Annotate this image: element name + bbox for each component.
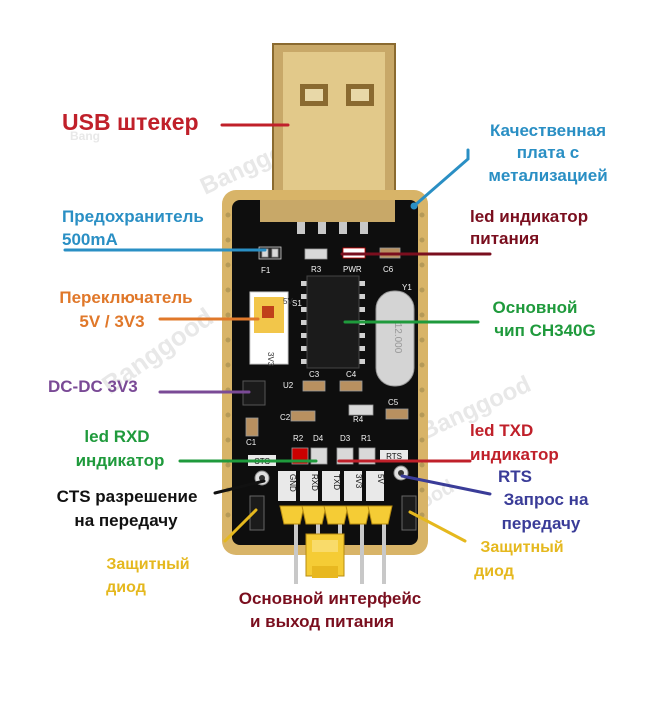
label-chip-2: чип CH340G bbox=[494, 321, 595, 340]
label-quality-3: метализацией bbox=[488, 166, 607, 185]
silk-c2: C2 bbox=[280, 413, 291, 422]
silk-c1: C1 bbox=[246, 438, 257, 447]
silk-c3: C3 bbox=[309, 370, 320, 379]
label-switch-2: 5V / 3V3 bbox=[79, 312, 144, 331]
silk-s1: S1 bbox=[292, 299, 302, 308]
label-diode-left-2: диод bbox=[106, 579, 146, 596]
silk-y1: Y1 bbox=[402, 283, 412, 292]
silkscreen-group: F1 R3 PWR C6 Y1 S1 3V3 5V U2 C3 C4 C2 R4… bbox=[246, 265, 412, 447]
label-quality-2: плата с bbox=[517, 143, 579, 162]
callout-lines bbox=[63, 123, 492, 543]
mode-switch bbox=[249, 291, 289, 365]
silk-c5: C5 bbox=[388, 398, 399, 407]
label-diode-right-1: Защитный bbox=[480, 539, 563, 556]
label-cts-2: на передачу bbox=[74, 511, 178, 530]
pin-5v: 5V bbox=[376, 474, 385, 484]
pin-rxd: RXD bbox=[310, 474, 319, 491]
label-rts-3: передачу bbox=[502, 514, 581, 533]
silk-d3: D3 bbox=[340, 434, 351, 443]
pin-labels: GND RXD TXD 3V3 5V bbox=[278, 471, 385, 501]
crystal: 12.000 bbox=[375, 290, 415, 387]
label-chip-1: Основной bbox=[493, 298, 578, 317]
pin-header bbox=[279, 505, 393, 584]
protection-diode-left bbox=[249, 495, 265, 531]
pin-3v3: 3V3 bbox=[354, 474, 363, 489]
label-interface-1: Основной интерфейс bbox=[239, 589, 422, 608]
label-interface-2: и выход питания bbox=[250, 612, 394, 631]
silk-r1: R1 bbox=[361, 434, 372, 443]
silk-3v3: 3V3 bbox=[266, 352, 275, 367]
label-diode-right-2: диод bbox=[474, 563, 514, 580]
silk-rts: RTS bbox=[386, 452, 402, 461]
label-rxd-2: индикатор bbox=[76, 451, 165, 470]
silk-5v: 5V bbox=[283, 297, 293, 306]
silk-u2: U2 bbox=[283, 381, 294, 390]
label-usb: USB штекер bbox=[62, 109, 199, 135]
label-cts-1: CTS разрешение bbox=[57, 487, 198, 506]
label-dcdc: DC-DC 3V3 bbox=[48, 377, 138, 396]
label-txd-2: индикатор bbox=[470, 445, 559, 464]
silk-rts-box bbox=[380, 450, 408, 461]
label-power-led-1: led индикатор bbox=[470, 207, 588, 226]
pin-gnd: GND bbox=[288, 474, 297, 492]
crystal-label: 12.000 bbox=[392, 323, 403, 354]
label-fuse-2: 500mA bbox=[62, 230, 118, 249]
label-txd-1: led TXD bbox=[470, 421, 533, 440]
label-rxd-1: led RXD bbox=[84, 427, 149, 446]
silk-r4: R4 bbox=[353, 415, 364, 424]
silk-c6: C6 bbox=[383, 265, 394, 274]
label-quality-1: Качественная bbox=[490, 121, 606, 140]
pin-txd: TXD bbox=[332, 474, 341, 490]
label-switch-1: Переключатель bbox=[59, 288, 192, 307]
silk-c4: C4 bbox=[346, 370, 357, 379]
silk-pwr: PWR bbox=[343, 265, 362, 274]
jumper-cap bbox=[305, 533, 345, 578]
label-rts-1: RTS bbox=[498, 467, 532, 486]
label-rts-2: Запрос на bbox=[504, 490, 589, 509]
label-power-led-2: питания bbox=[470, 229, 539, 248]
silk-r2: R2 bbox=[293, 434, 304, 443]
silk-r3: R3 bbox=[311, 265, 322, 274]
callout-labels: USB штекер Качественная плата с метализа… bbox=[48, 109, 608, 631]
silk-d4: D4 bbox=[313, 434, 324, 443]
watermark: Bang bbox=[70, 129, 100, 143]
label-diode-left-1: Защитный bbox=[106, 556, 189, 573]
label-fuse-1: Предохранитель bbox=[62, 207, 204, 226]
silk-f1: F1 bbox=[261, 266, 271, 275]
